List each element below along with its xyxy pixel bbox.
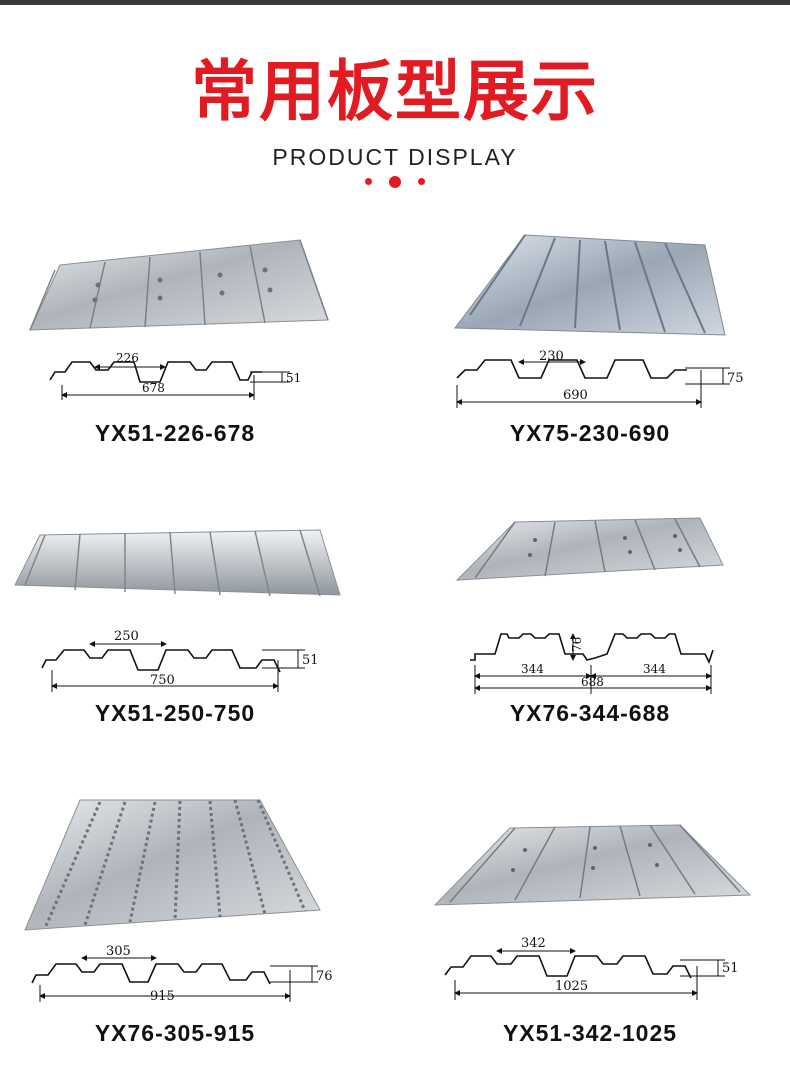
product-name: YX76-305-915 [94, 1020, 256, 1046]
dim-rib: 342 [521, 936, 546, 951]
dim-width: 750 [150, 673, 175, 688]
dim-width: 688 [581, 675, 604, 689]
deck-illustration: 226 678 51 [29, 239, 329, 400]
dim-width: 915 [150, 989, 175, 1004]
deck-illustration: 250 750 51 [14, 529, 341, 692]
product-card: 226 678 51 YX51-226-678 [0, 230, 395, 460]
dot-right [418, 178, 425, 185]
dim-width: 678 [142, 381, 165, 395]
product-name: YX51-342-1025 [502, 1020, 678, 1046]
dim-height: 51 [722, 961, 739, 976]
product-card: 76 344 344 688 YX76-344-688 [395, 510, 790, 740]
dim-height: 51 [286, 371, 301, 385]
dim-height: 51 [302, 653, 319, 668]
product-card: 250 750 51 YX51-250-750 [0, 510, 395, 740]
page-subtitle: PRODUCT DISPLAY [272, 144, 518, 170]
deck-illustration: 305 915 76 [24, 799, 333, 1004]
product-name: YX75-230-690 [509, 420, 671, 446]
dim-height: 76 [316, 969, 333, 984]
dim-rib: 250 [114, 629, 139, 644]
product-name: YX76-344-688 [509, 700, 671, 726]
dim-height: 75 [727, 371, 744, 386]
title-dots [362, 174, 428, 190]
dim-rib: 230 [539, 349, 564, 364]
product-card: 230 690 75 YX75-230-690 [395, 230, 790, 460]
product-name: YX51-250-750 [94, 700, 256, 726]
dot-left [365, 178, 372, 185]
dim-rib: 226 [116, 351, 139, 365]
product-card: 305 915 76 YX76-305-915 [0, 790, 395, 1060]
deck-illustration: 342 1025 51 [433, 824, 752, 1000]
page-title: 常用板型展示 [191, 53, 599, 130]
dim-rib-right: 344 [643, 662, 666, 676]
dim-width: 690 [563, 388, 588, 403]
product-name: YX51-226-678 [94, 420, 256, 446]
dim-height: 76 [570, 637, 584, 652]
deck-illustration: 76 344 344 688 [455, 517, 724, 694]
dim-rib: 305 [106, 944, 131, 959]
dim-rib-left: 344 [521, 662, 544, 676]
deck-illustration: 230 690 75 [454, 234, 744, 408]
dim-width: 1025 [555, 979, 588, 994]
product-card: 342 1025 51 YX51-342-1025 [395, 790, 790, 1060]
top-bar [0, 0, 790, 5]
dot-center [389, 176, 401, 188]
